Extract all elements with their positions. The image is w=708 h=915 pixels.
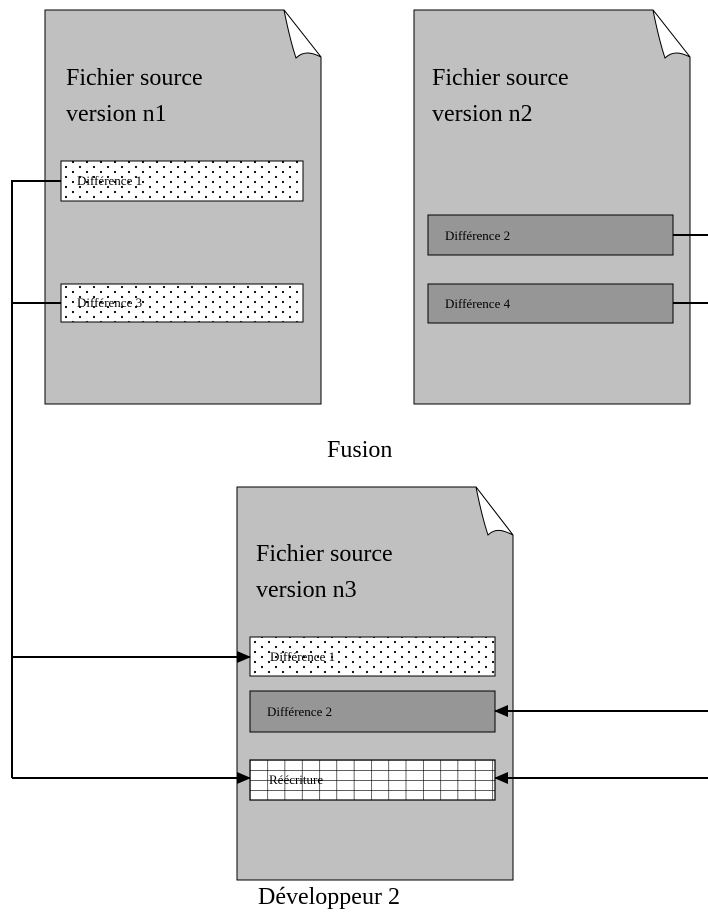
document-v1-title-line2: version n1	[66, 101, 167, 127]
label-v3-rewrite: Réécriture	[269, 772, 324, 787]
caption-developer: Développeur 2	[258, 884, 400, 910]
label-v3-difference-1: Différence 1	[270, 649, 336, 664]
label-v1-difference-1: Différence 1	[77, 173, 143, 188]
label-v1-difference-3: Différence 3	[77, 295, 143, 310]
label-v2-difference-4: Différence 4	[445, 296, 511, 311]
label-v3-difference-2: Différence 2	[267, 704, 333, 719]
connectors-left	[11, 180, 251, 784]
block-v1-difference-1	[60, 160, 304, 202]
caption-fusion: Fusion	[327, 437, 393, 463]
label-v2-difference-2: Différence 2	[445, 228, 511, 243]
document-v3-title-line1: Fichier source	[256, 541, 393, 567]
document-v3-title-line2: version n3	[256, 577, 357, 603]
connectors-right	[494, 234, 708, 784]
document-v2-title-line2: version n2	[432, 101, 533, 127]
document-v1-title-line1: Fichier source	[66, 65, 203, 91]
block-v2-difference-4	[427, 283, 674, 324]
document-v2-title-line1: Fichier source	[432, 65, 569, 91]
block-v3-rewrite	[249, 759, 496, 801]
block-v3-difference-1	[249, 636, 496, 677]
block-v2-difference-2	[427, 214, 674, 256]
block-v3-difference-2	[249, 690, 496, 733]
